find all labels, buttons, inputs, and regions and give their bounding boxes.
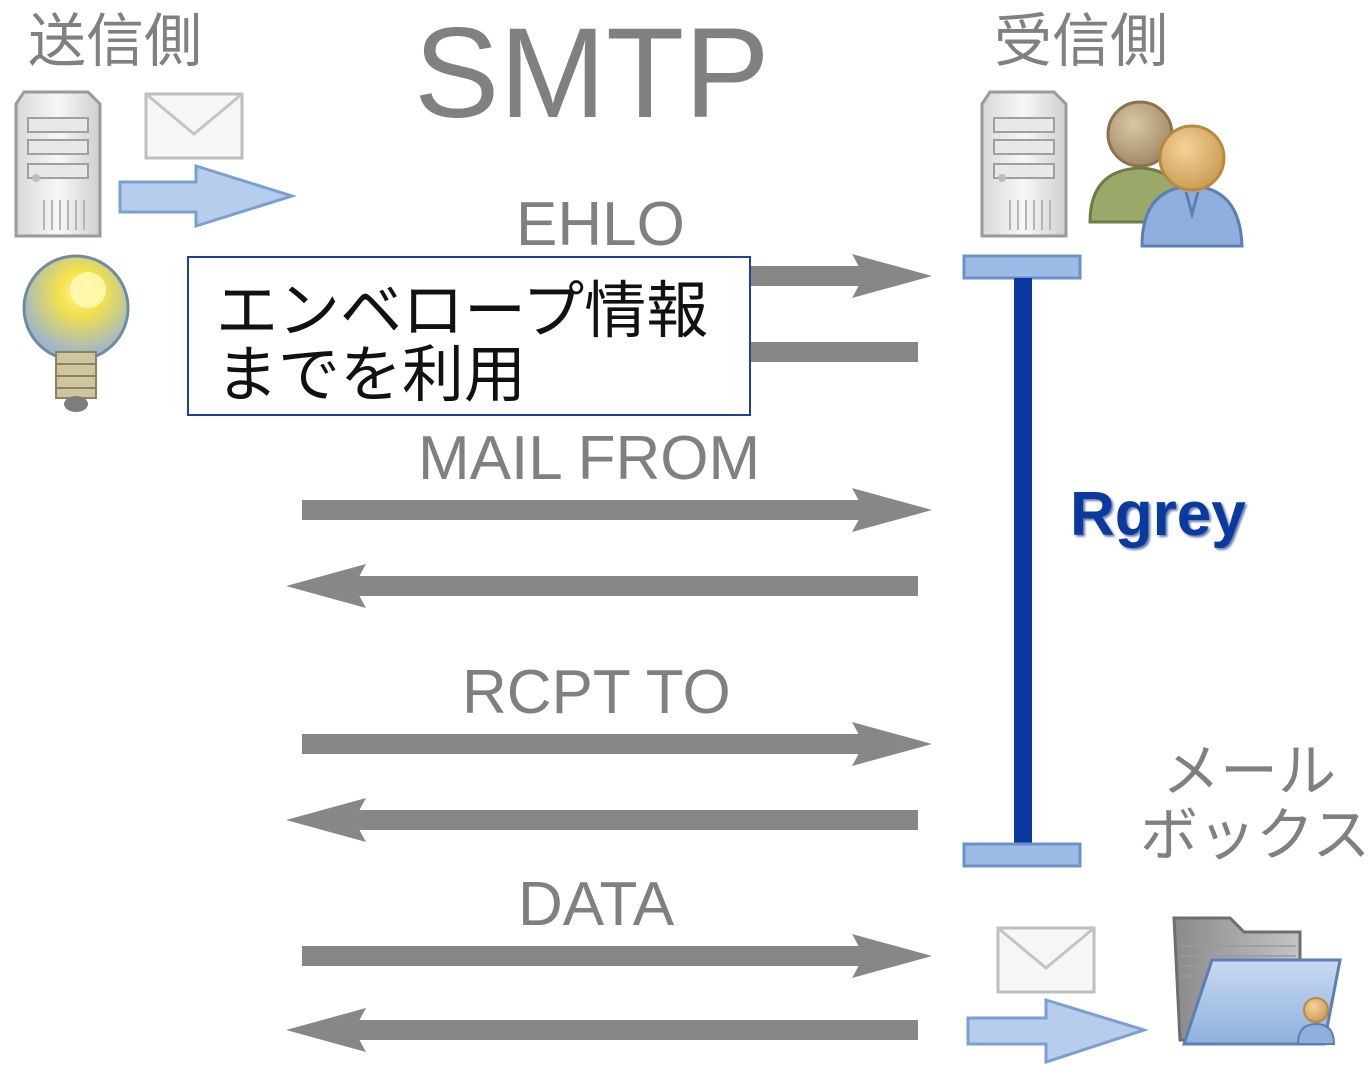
arrow-rcpt-to-request bbox=[302, 722, 932, 766]
mailbox-folder-icon bbox=[1172, 916, 1342, 1046]
note-line-2: までを利用 bbox=[216, 338, 527, 411]
arrow-data-request bbox=[302, 934, 932, 978]
mailbox-label-line-2: ボックス bbox=[1140, 801, 1368, 869]
arrow-mail-from-response bbox=[286, 564, 918, 608]
diagram-title: SMTP bbox=[414, 2, 770, 145]
note-line-1: エンベロープ情報 bbox=[216, 274, 709, 347]
receiver-envelope-icon bbox=[996, 926, 1096, 994]
rgrey-label: Rgrey bbox=[1070, 480, 1246, 549]
step-label-mail-from: MAIL FROM bbox=[418, 424, 761, 493]
arrow-mail-from-request bbox=[302, 488, 932, 532]
users-icon bbox=[1088, 100, 1244, 248]
receiver-label: 受信側 bbox=[994, 7, 1169, 75]
sender-server-icon bbox=[14, 90, 102, 238]
sender-envelope-icon bbox=[144, 92, 244, 160]
rgrey-range-bracket bbox=[962, 254, 1082, 868]
step-label-rcpt-to: RCPT TO bbox=[462, 658, 731, 727]
smtp-arrows bbox=[286, 254, 932, 1052]
arrow-ehlo-request bbox=[740, 254, 932, 298]
sender-label: 送信側 bbox=[28, 7, 203, 75]
receiver-server-icon bbox=[980, 90, 1068, 238]
mailbox-label-line-1: メール bbox=[1162, 737, 1337, 805]
step-label-ehlo: EHLO bbox=[516, 190, 685, 259]
arrow-ehlo-response bbox=[740, 342, 918, 362]
sender-send-arrow-icon bbox=[118, 163, 298, 229]
arrow-rcpt-to-response bbox=[286, 798, 918, 842]
arrow-data-response bbox=[286, 1008, 918, 1052]
envelope-info-note: エンベロープ情報 までを利用 bbox=[187, 256, 751, 416]
light-bulb-icon bbox=[22, 254, 130, 412]
step-label-data: DATA bbox=[518, 870, 675, 939]
receiver-deliver-arrow-icon bbox=[966, 997, 1149, 1065]
